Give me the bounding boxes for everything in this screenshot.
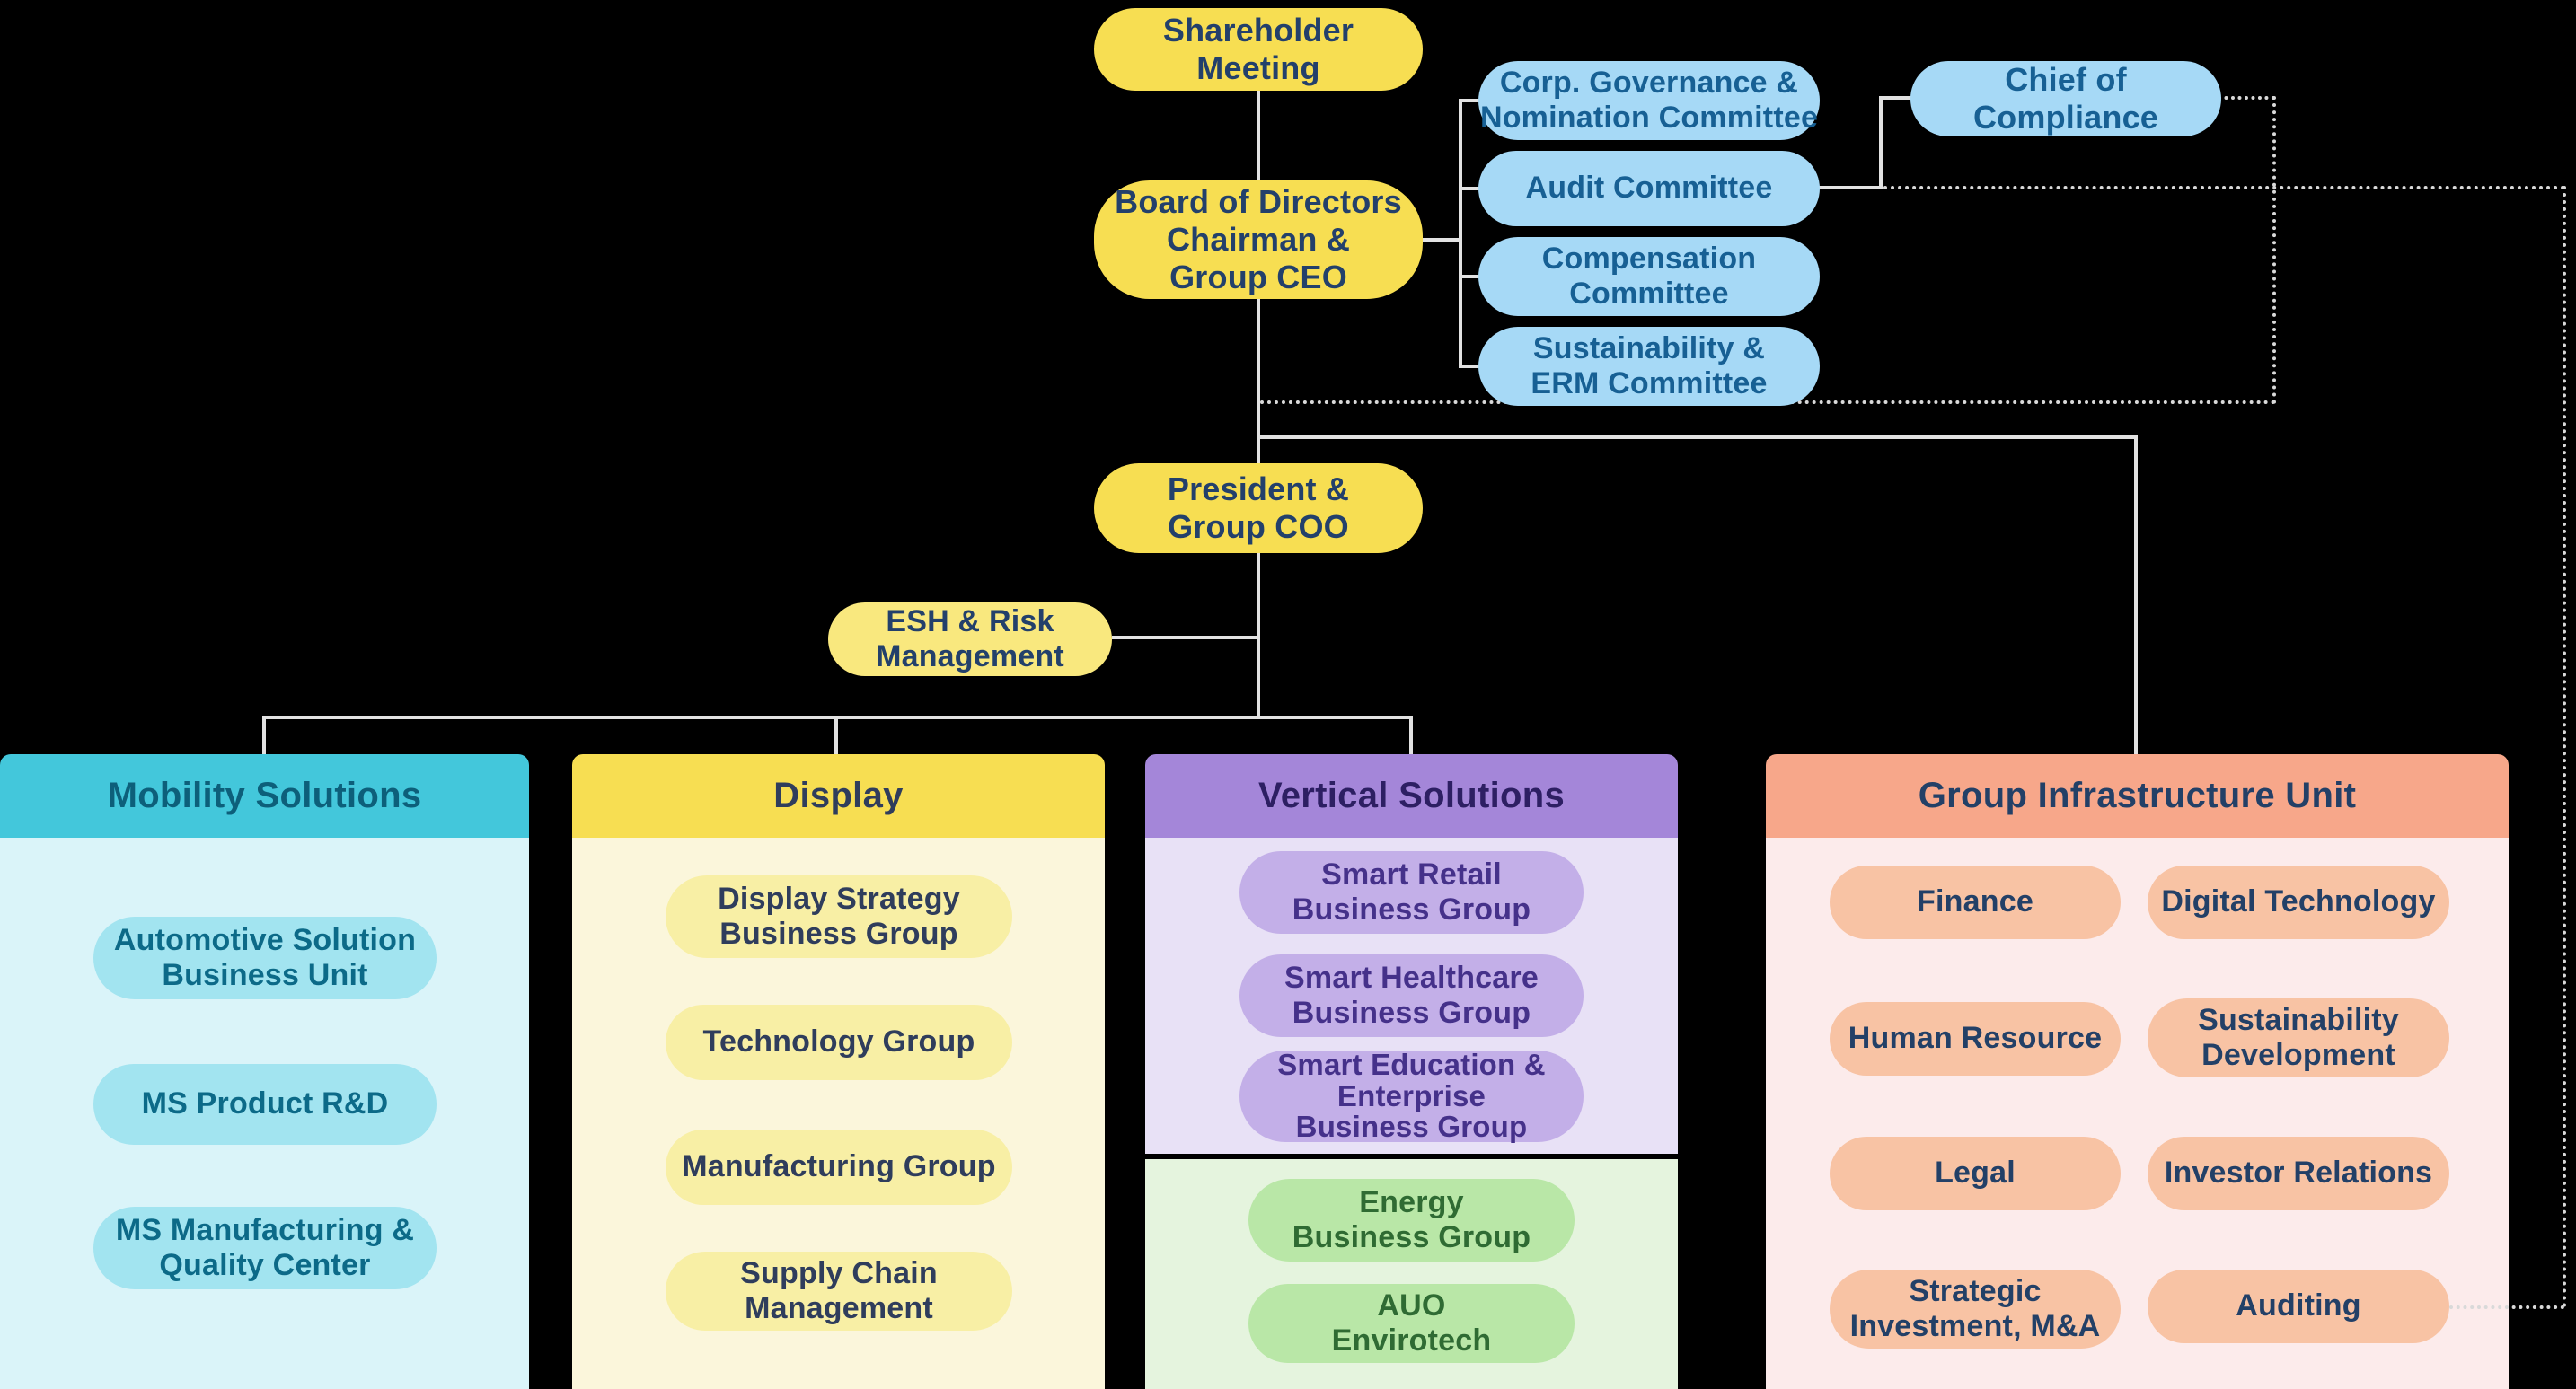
pill-label: MS Product R&D (141, 1086, 389, 1121)
pill-label: Digital Technology (2161, 884, 2436, 919)
pill-label: Technology Group (702, 1024, 975, 1059)
connector-line (1879, 96, 1883, 189)
node-label: Audit Committee (1525, 171, 1773, 206)
connector-line (1257, 551, 1260, 717)
pill-smart-education-enterprise-business-group: Smart Education & Enterprise Business Gr… (1239, 1048, 1584, 1144)
connector-line (1257, 91, 1260, 182)
pill-label: Investor Relations (2164, 1156, 2433, 1191)
group-infrastructure-header: Group Infrastructure Unit (1766, 754, 2509, 838)
pill-ms-manufacturing-quality-center: MS Manufacturing & Quality Center (93, 1207, 437, 1289)
node-label: Board of Directors Chairman & Group CEO (1115, 183, 1402, 295)
pill-label: Legal (1935, 1156, 2016, 1191)
dotted-connector-line (2449, 1305, 2564, 1309)
committee-compensation-node: Compensation Committee (1478, 237, 1820, 316)
pill-supply-chain-management: Supply Chain Management (666, 1252, 1012, 1331)
pill-label: AUO Envirotech (1331, 1288, 1492, 1358)
node-label: Shareholder Meeting (1162, 12, 1354, 86)
pill-ms-product-rd: MS Product R&D (93, 1064, 437, 1145)
dotted-connector-line (2272, 96, 2276, 404)
connector-line (1879, 96, 1912, 100)
connector-line (1819, 186, 1882, 189)
committee-sustainability-erm-node: Sustainability & ERM Committee (1478, 327, 1820, 406)
connector-line (1459, 99, 1462, 368)
esh-risk-management-node: ESH & Risk Management (828, 602, 1112, 676)
node-label: Corp. Governance & Nomination Committee (1479, 65, 1819, 135)
connector-line (1459, 99, 1480, 102)
pill-label: Energy Business Group (1292, 1184, 1531, 1254)
pill-sustainability-development: Sustainability Development (2148, 998, 2449, 1077)
pill-smart-healthcare-business-group: Smart Healthcare Business Group (1239, 954, 1584, 1037)
connector-line (1459, 365, 1480, 368)
connector-line (1257, 435, 2138, 439)
node-label: Chief of Compliance (1972, 61, 2159, 136)
pill-display-strategy-business-group: Display Strategy Business Group (666, 875, 1012, 958)
pill-investor-relations: Investor Relations (2148, 1137, 2449, 1210)
dotted-connector-line (2218, 96, 2275, 100)
pill-legal: Legal (1830, 1137, 2121, 1210)
pill-label: Smart Education & Enterprise Business Gr… (1277, 1048, 1546, 1144)
node-label: President & Group COO (1167, 470, 1350, 545)
node-label: Sustainability & ERM Committee (1531, 330, 1768, 400)
pill-strategic-investment-ma: Strategic Investment, M&A (1830, 1270, 2121, 1349)
pill-label: Manufacturing Group (682, 1149, 996, 1184)
pill-label: Human Resource (1848, 1021, 2103, 1056)
pill-label: MS Manufacturing & Quality Center (115, 1212, 415, 1282)
pill-auo-envirotech: AUO Envirotech (1248, 1284, 1575, 1363)
pill-automotive-solution-business-unit: Automotive Solution Business Unit (93, 917, 437, 999)
pill-energy-business-group: Energy Business Group (1248, 1179, 1575, 1262)
pill-label: Display Strategy Business Group (718, 881, 960, 951)
column-title: Display (773, 776, 904, 815)
committee-corp-governance-node: Corp. Governance & Nomination Committee (1478, 61, 1820, 140)
board-of-directors-node: Board of Directors Chairman & Group CEO (1094, 180, 1423, 299)
connector-line (1423, 238, 1462, 242)
president-group-coo-node: President & Group COO (1094, 463, 1423, 553)
pill-label: Strategic Investment, M&A (1849, 1273, 2101, 1343)
pill-finance: Finance (1830, 866, 2121, 939)
pill-smart-retail-business-group: Smart Retail Business Group (1239, 851, 1584, 934)
pill-label: Smart Retail Business Group (1292, 857, 1531, 927)
vertical-solutions-header: Vertical Solutions (1145, 754, 1678, 838)
node-label: Compensation Committee (1541, 241, 1757, 311)
connector-line (1409, 716, 1413, 754)
pill-label: Sustainability Development (2198, 1002, 2399, 1072)
connector-line (2134, 435, 2138, 755)
pill-label: Supply Chain Management (740, 1255, 938, 1325)
committee-audit-node: Audit Committee (1478, 151, 1820, 226)
pill-label: Auditing (2236, 1288, 2361, 1323)
connector-line (1459, 187, 1480, 190)
pill-label: Finance (1917, 884, 2033, 919)
mobility-solutions-header: Mobility Solutions (0, 754, 529, 838)
column-title: Group Infrastructure Unit (1918, 776, 2357, 815)
pill-human-resource: Human Resource (1830, 1002, 2121, 1076)
column-title: Mobility Solutions (107, 776, 422, 815)
pill-digital-technology: Digital Technology (2148, 866, 2449, 939)
dotted-connector-line (2563, 186, 2566, 1308)
connector-line (262, 716, 266, 754)
shareholder-meeting-node: Shareholder Meeting (1094, 8, 1423, 91)
pill-label: Smart Healthcare Business Group (1284, 960, 1539, 1030)
pill-technology-group: Technology Group (666, 1005, 1012, 1080)
column-title: Vertical Solutions (1257, 776, 1566, 815)
pill-manufacturing-group: Manufacturing Group (666, 1130, 1012, 1205)
chief-of-compliance-node: Chief of Compliance (1910, 61, 2221, 136)
node-label: ESH & Risk Management (876, 603, 1064, 673)
display-header: Display (572, 754, 1105, 838)
connector-line (1112, 636, 1258, 639)
connector-line (1459, 275, 1480, 278)
connector-line (834, 716, 838, 754)
pill-label: Automotive Solution Business Unit (113, 922, 417, 992)
connector-line (1257, 297, 1260, 465)
pill-auditing: Auditing (2148, 1270, 2449, 1343)
dotted-connector-line (1883, 186, 2565, 189)
